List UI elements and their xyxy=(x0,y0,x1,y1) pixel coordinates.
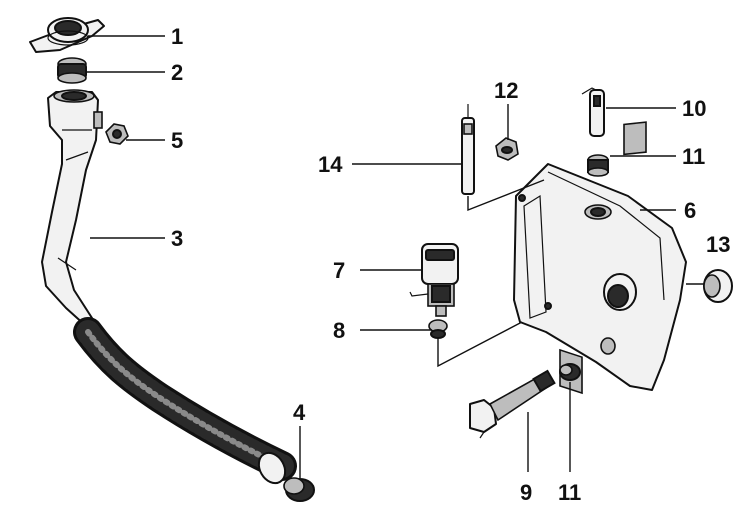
callout-4: 4 xyxy=(293,400,306,425)
callout-13: 13 xyxy=(706,232,730,257)
part-corrugated-hose xyxy=(73,317,297,485)
leader-lines xyxy=(86,35,704,478)
part-grommet-11-upper xyxy=(587,154,609,177)
part-washer-pump xyxy=(409,243,459,317)
part-nut-5 xyxy=(105,123,129,145)
part-grommet-13 xyxy=(703,269,733,303)
callout-3: 3 xyxy=(171,226,183,251)
part-connector-10 xyxy=(581,87,605,137)
callout-14: 14 xyxy=(318,152,343,177)
part-grommet-11-lower xyxy=(559,363,581,381)
part-filler-cap xyxy=(29,17,105,53)
callout-labels: 1 2 3 4 5 6 7 8 9 10 11 11 12 13 14 xyxy=(171,24,730,505)
part-filler-neck xyxy=(41,89,103,327)
callout-10: 10 xyxy=(682,96,706,121)
callout-11-upper: 11 xyxy=(682,144,705,169)
callout-11-lower: 11 xyxy=(558,480,581,505)
callout-6: 6 xyxy=(684,198,696,223)
part-nut-12 xyxy=(495,137,519,161)
part-level-sensor xyxy=(469,369,556,439)
callout-12: 12 xyxy=(494,78,518,103)
callout-5: 5 xyxy=(171,128,183,153)
callout-2: 2 xyxy=(171,60,183,85)
callout-1: 1 xyxy=(171,24,183,49)
part-hose-cap xyxy=(283,477,315,502)
callout-8: 8 xyxy=(333,318,345,343)
part-reservoir-tank xyxy=(513,121,687,395)
assembly-guide-lines xyxy=(437,179,545,368)
callout-9: 9 xyxy=(520,480,532,505)
callout-7: 7 xyxy=(333,258,345,283)
part-seal-ring xyxy=(57,57,87,84)
part-grommet-8 xyxy=(428,319,448,339)
part-rod-14 xyxy=(461,104,475,195)
